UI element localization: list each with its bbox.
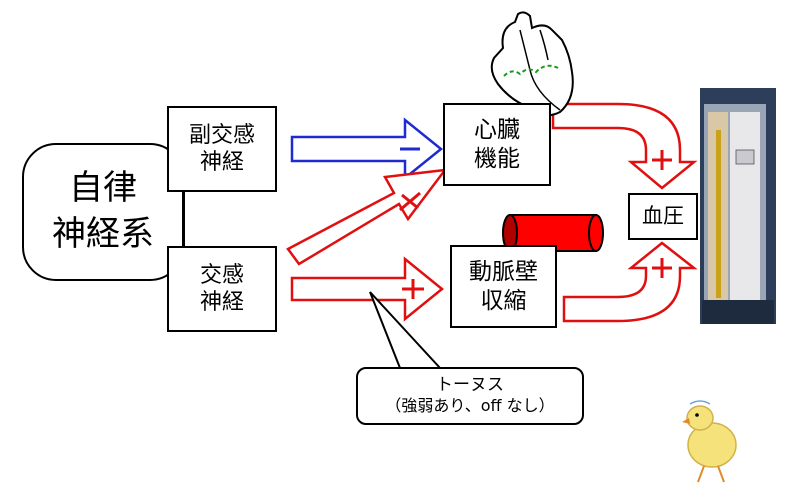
sympathetic-to-heart-arrow	[286, 168, 448, 266]
sympathetic-box: 交感 神経	[167, 246, 277, 332]
heart-to-bp-arrow	[551, 102, 698, 190]
chick-sketch-icon	[682, 400, 737, 483]
tonus-callout: トーヌス （強弱あり、off なし）	[356, 367, 584, 425]
vasoconstriction-box: 動脈壁 収縮	[450, 245, 557, 328]
cardiac-function-box: 心臓 機能	[443, 103, 551, 186]
autonomic-nervous-system-box: 自律 神経系	[22, 143, 184, 281]
parasympathetic-box: 副交感 神経	[167, 106, 277, 192]
plus-sign-h	[399, 191, 421, 212]
blood-pressure-box: 血圧	[628, 193, 698, 240]
callout-note: （強弱あり、off なし）	[385, 396, 555, 416]
sphygmomanometer-photo	[700, 88, 776, 324]
sympathetic-to-vessel-arrow	[290, 256, 444, 322]
callout-title: トーヌス	[436, 375, 504, 395]
heart-illustration	[490, 11, 574, 117]
vessel-to-bp-arrow	[562, 241, 698, 323]
parasympathetic-inhibit-arrow	[290, 117, 443, 181]
